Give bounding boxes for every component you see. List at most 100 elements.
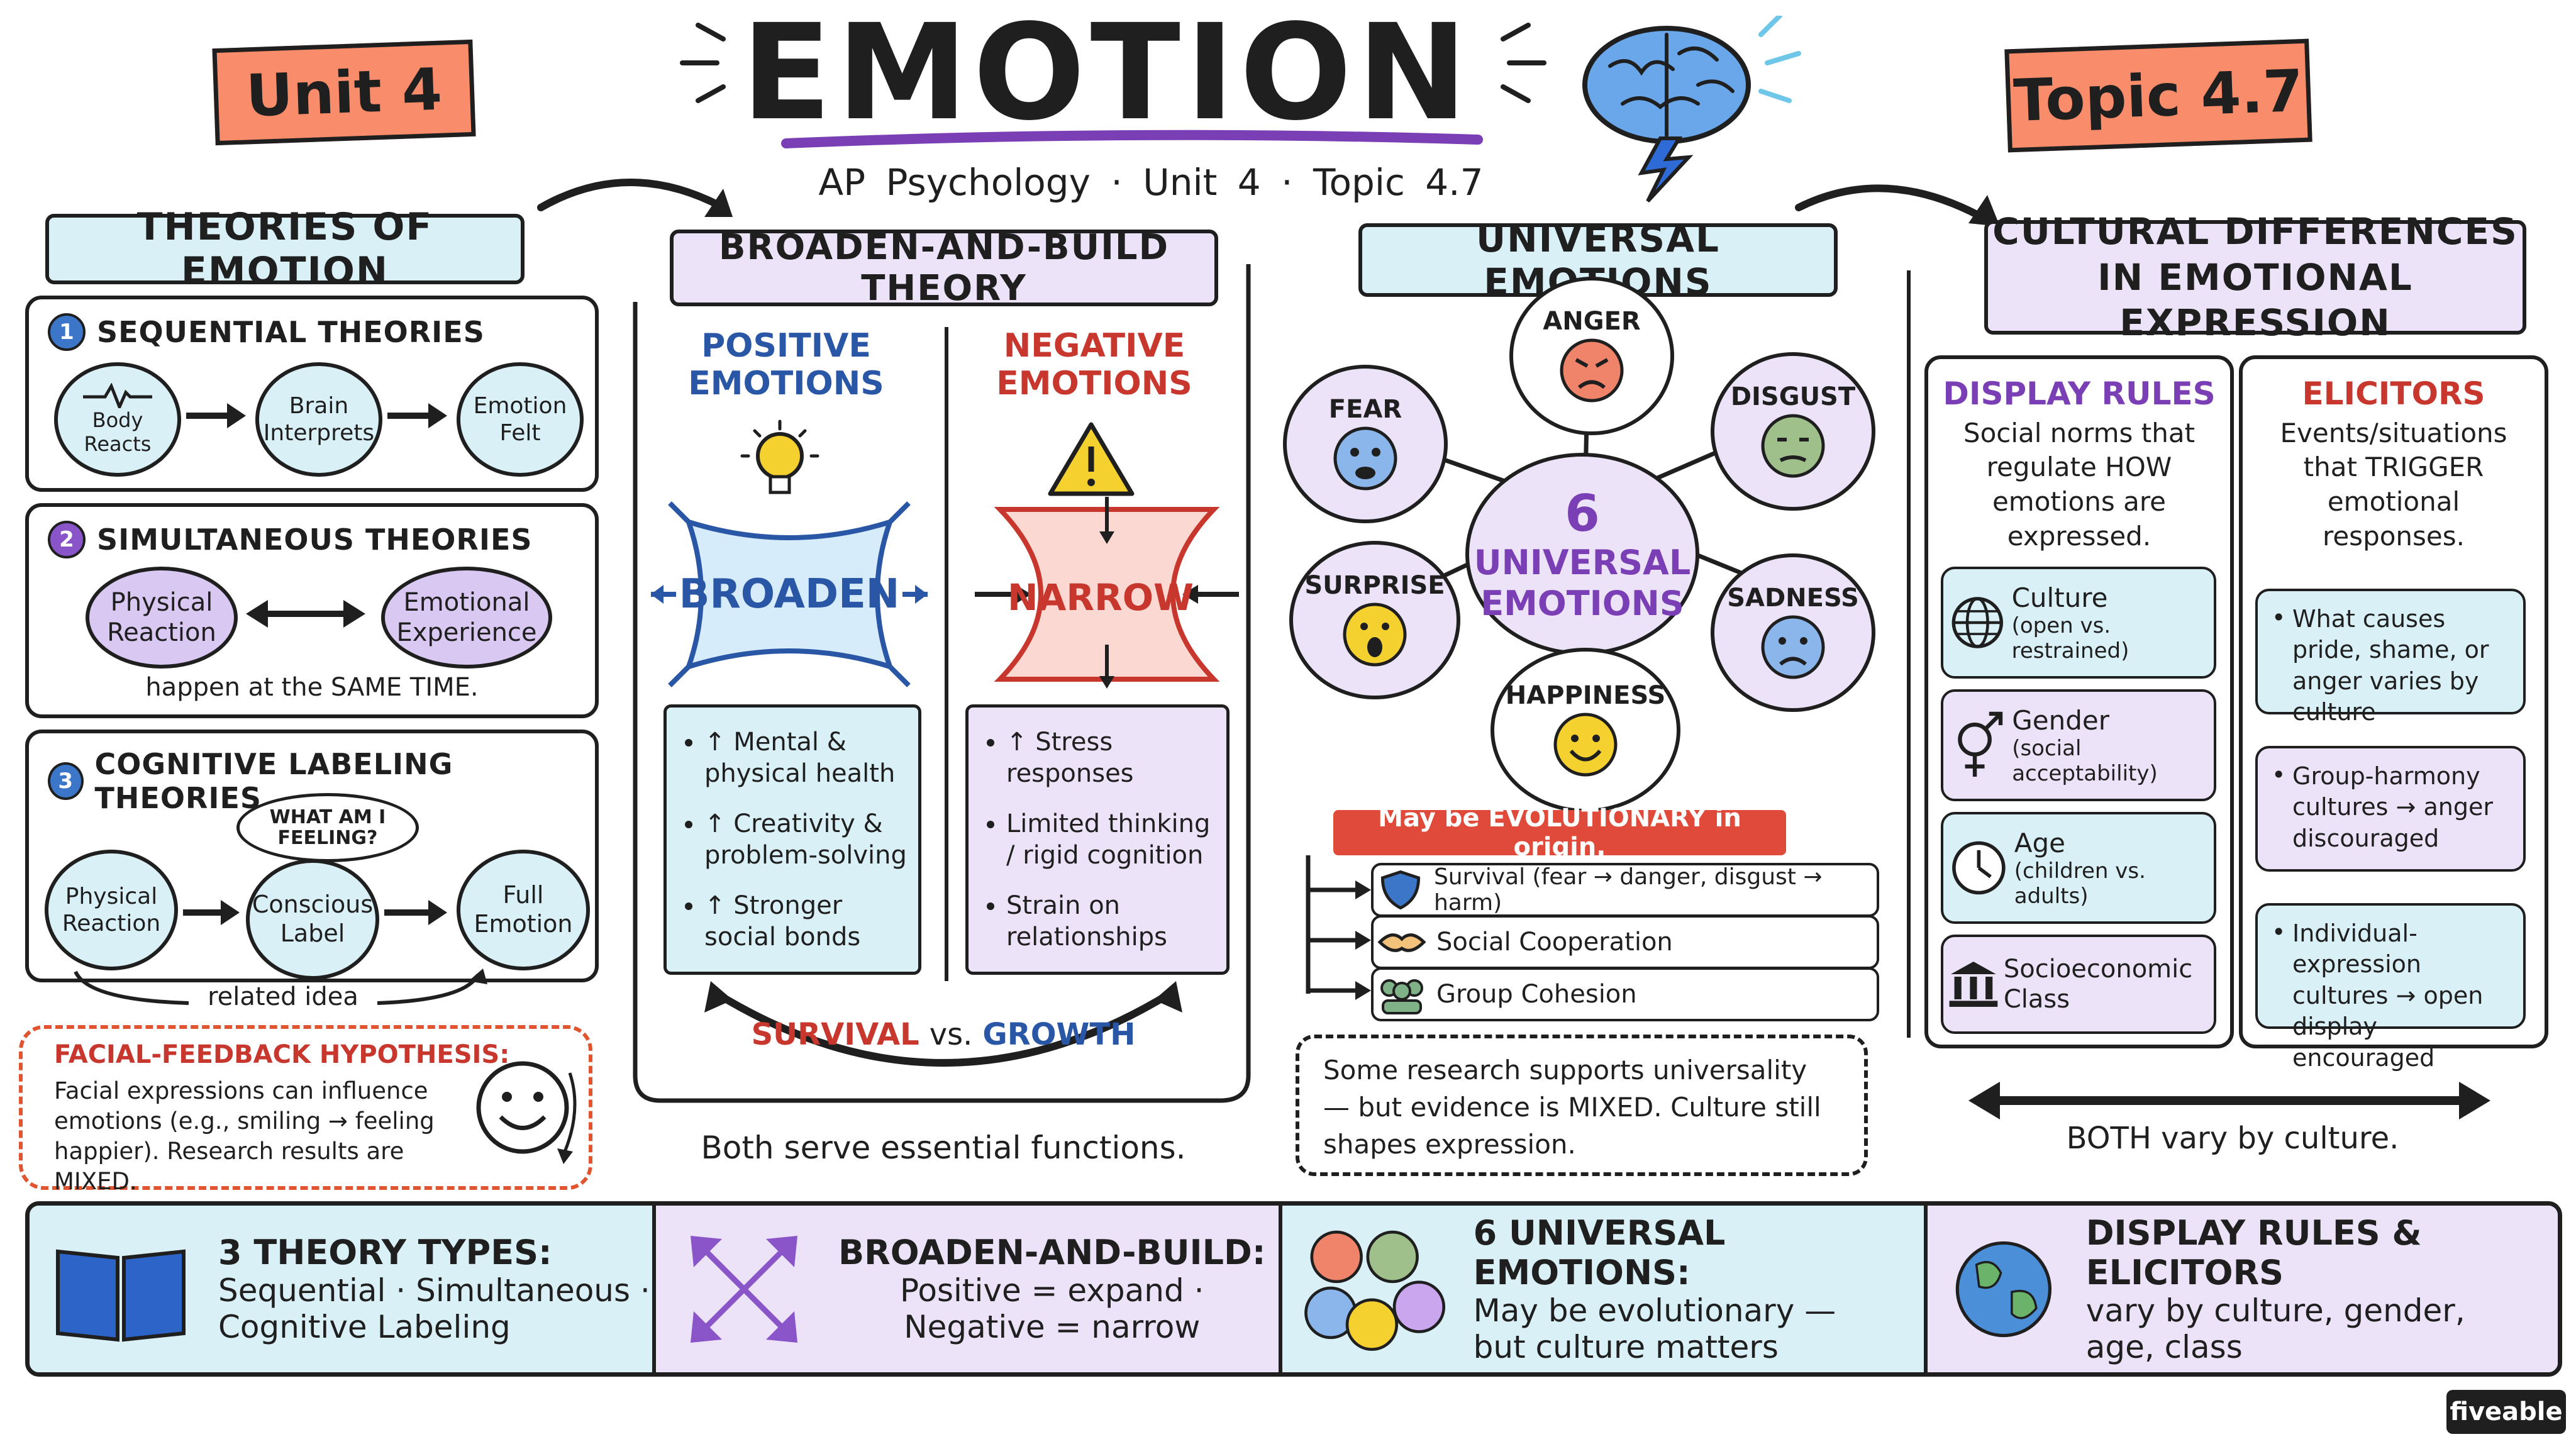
list-item: Limited thinking / rigid cognition: [1006, 808, 1226, 871]
surprised-face-icon: [1343, 602, 1407, 667]
cultural-header: CULTURAL DIFFERENCES IN EMOTIONAL EXPRES…: [1984, 210, 2526, 344]
sequential-number: 1: [48, 313, 86, 351]
cognitive-panel: 3 COGNITIVE LABELING THEORIES WHAT AM I …: [25, 730, 599, 982]
full-emotion-node: Full Emotion: [457, 850, 590, 970]
globe-icon: [1951, 597, 2004, 648]
fear-face-icon: [1333, 426, 1397, 491]
gender-icon: [1958, 711, 2003, 777]
group-icon: [1380, 979, 1423, 1014]
broaden-header: BROADEN-AND-BUILD THEORY: [670, 227, 1218, 309]
book-icon: [56, 1249, 186, 1341]
elicitors-desc: Events/situations that TRIGGER emotional…: [2280, 417, 2507, 552]
sequential-title: SEQUENTIAL THEORIES: [97, 315, 485, 349]
universal-header: UNIVERSAL EMOTIONS: [1358, 218, 1838, 303]
elicitors-title: ELICITORS: [2302, 375, 2485, 412]
cultural-footer: BOTH vary by culture.: [2066, 1121, 2399, 1156]
related-idea-label: related idea: [208, 982, 358, 1011]
emotion-happiness: HAPPINESS: [1491, 648, 1680, 813]
elicitor-item: • Group-harmony cultures → anger discour…: [2255, 746, 2526, 872]
angry-face-icon: [1560, 338, 1624, 402]
negative-title: NEGATIVE EMOTIONS: [996, 327, 1192, 402]
function-cohesion: Group Cohesion: [1371, 967, 1879, 1021]
shield-icon: [1380, 870, 1421, 910]
emotion-sadness: SADNESS: [1711, 553, 1875, 712]
heartbeat-icon: [83, 382, 152, 408]
narrow-shape: [975, 497, 1239, 689]
elicitors-panel: ELICITORS Events/situations that TRIGGER…: [2239, 355, 2548, 1072]
universal-center: 6 UNIVERSAL EMOTIONS: [1465, 453, 1699, 655]
emotion-fear: FEAR: [1283, 365, 1448, 523]
warning-icon: [1048, 422, 1135, 496]
universality-note: Some research supports universality — bu…: [1296, 1035, 1868, 1176]
broaden-shape: [651, 501, 928, 687]
function-tree: [1306, 855, 1371, 1000]
bank-icon: [1949, 962, 1998, 1007]
brain-icon: [1582, 16, 1801, 203]
expand-arrows-icon: [691, 1235, 797, 1343]
emotion-surprise: SURPRISE: [1289, 541, 1460, 699]
lightbulb-icon: [740, 419, 819, 494]
simultaneous-title: SIMULTANEOUS THEORIES: [97, 523, 533, 557]
sequential-panel: 1 SEQUENTIAL THEORIES Body Reacts Brain …: [25, 296, 599, 492]
simultaneous-caption: happen at the SAME TIME.: [145, 673, 479, 702]
cognitive-arrows: [183, 900, 447, 925]
conscious-label-node: Conscious Label: [246, 859, 379, 980]
function-survival: Survival (fear → danger, disgust → harm): [1371, 863, 1879, 917]
clock-icon: [1952, 841, 2006, 895]
disgust-face-icon: [1761, 414, 1825, 478]
simultaneous-number: 2: [48, 521, 86, 558]
smiley-icon: [476, 1061, 577, 1164]
positive-title: POSITIVE EMOTIONS: [688, 327, 884, 402]
page-subtitle: AP Psychology · Unit 4 · Topic 4.7: [818, 161, 1484, 204]
facial-feedback-body: Facial expressions can influence emotion…: [54, 1077, 435, 1196]
emotion-disgust: DISGUST: [1711, 352, 1875, 511]
handshake-icon: [1377, 933, 1426, 952]
emotion-faces-icon: [1304, 1230, 1446, 1351]
growth-label: GROWTH: [982, 1017, 1136, 1052]
facial-feedback-box: FACIAL-FEEDBACK HYPOTHESIS: Facial expre…: [19, 1025, 592, 1195]
narrow-word: NARROW: [1007, 576, 1194, 619]
list-item: ↑ Creativity & problem-solving: [704, 808, 918, 871]
facial-feedback-title: FACIAL-FEEDBACK HYPOTHESIS:: [54, 1040, 510, 1069]
earth-globe-icon: [1955, 1241, 2052, 1337]
display-item-age: Age (children vs. adults): [1941, 812, 2216, 924]
list-item: Strain on relationships: [1006, 890, 1226, 953]
cognitive-physical-node: Physical Reaction: [45, 850, 178, 970]
title-decoration: [680, 23, 1546, 148]
page-title: EMOTION: [741, 0, 1473, 150]
connector-arrows: [537, 179, 2000, 226]
brand-logo: fiveable: [2446, 1390, 2566, 1434]
summary-broaden: BROADEN-AND-BUILD: Positive = expand · N…: [656, 1206, 1282, 1372]
cognitive-number: 3: [48, 762, 84, 800]
cognitive-title: COGNITIVE LABELING THEORIES: [94, 747, 453, 815]
summary-theories: 3 THEORY TYPES: Sequential · Simultaneou…: [30, 1206, 656, 1372]
emotion-anger: ANGER: [1509, 277, 1674, 435]
list-item: ↑ Stress responses: [1006, 726, 1226, 789]
sad-face-icon: [1761, 615, 1825, 679]
survival-growth-label: SURVIVAL vs. GROWTH: [751, 1013, 1136, 1057]
thought-bubble: WHAT AM I FEELING?: [236, 793, 419, 862]
elicitor-item: • Individual-expression cultures → open …: [2255, 903, 2526, 1072]
negative-effects-list: ↑ Stress responses Limited thinking / ri…: [969, 708, 1226, 953]
survival-label: SURVIVAL: [751, 1017, 919, 1052]
broaden-footer: Both serve essential functions.: [701, 1130, 1186, 1166]
brain-interprets-node: Brain Interprets: [255, 362, 382, 477]
negative-effects-box: ↑ Stress responses Limited thinking / ri…: [965, 704, 1230, 975]
simultaneous-panel: 2 SIMULTANEOUS THEORIES Physical Reactio…: [25, 503, 599, 718]
summary-strip: 3 THEORY TYPES: Sequential · Simultaneou…: [25, 1201, 2562, 1377]
survival-growth-arrow: [704, 981, 1182, 1067]
display-item-culture: Culture (open vs. restrained): [1941, 567, 2216, 679]
list-item: ↑ Stronger social bonds: [704, 890, 918, 953]
display-item-class: Socioeconomic Class: [1941, 935, 2216, 1034]
vs-label: vs.: [929, 1017, 973, 1052]
emotion-felt-node: Emotion Felt: [457, 362, 584, 477]
related-bracket: [74, 969, 487, 1005]
both-vary-arrow: [1968, 1082, 2490, 1119]
display-rules-desc: Social norms that regulate HOW emotions …: [1963, 417, 2196, 552]
happy-face-icon: [1553, 713, 1618, 777]
positive-effects-box: ↑ Mental & physical health ↑ Creativity …: [663, 704, 921, 975]
display-rules-panel: DISPLAY RULES Social norms that regulate…: [1924, 355, 2234, 1048]
broaden-word: BROADEN: [679, 571, 900, 618]
